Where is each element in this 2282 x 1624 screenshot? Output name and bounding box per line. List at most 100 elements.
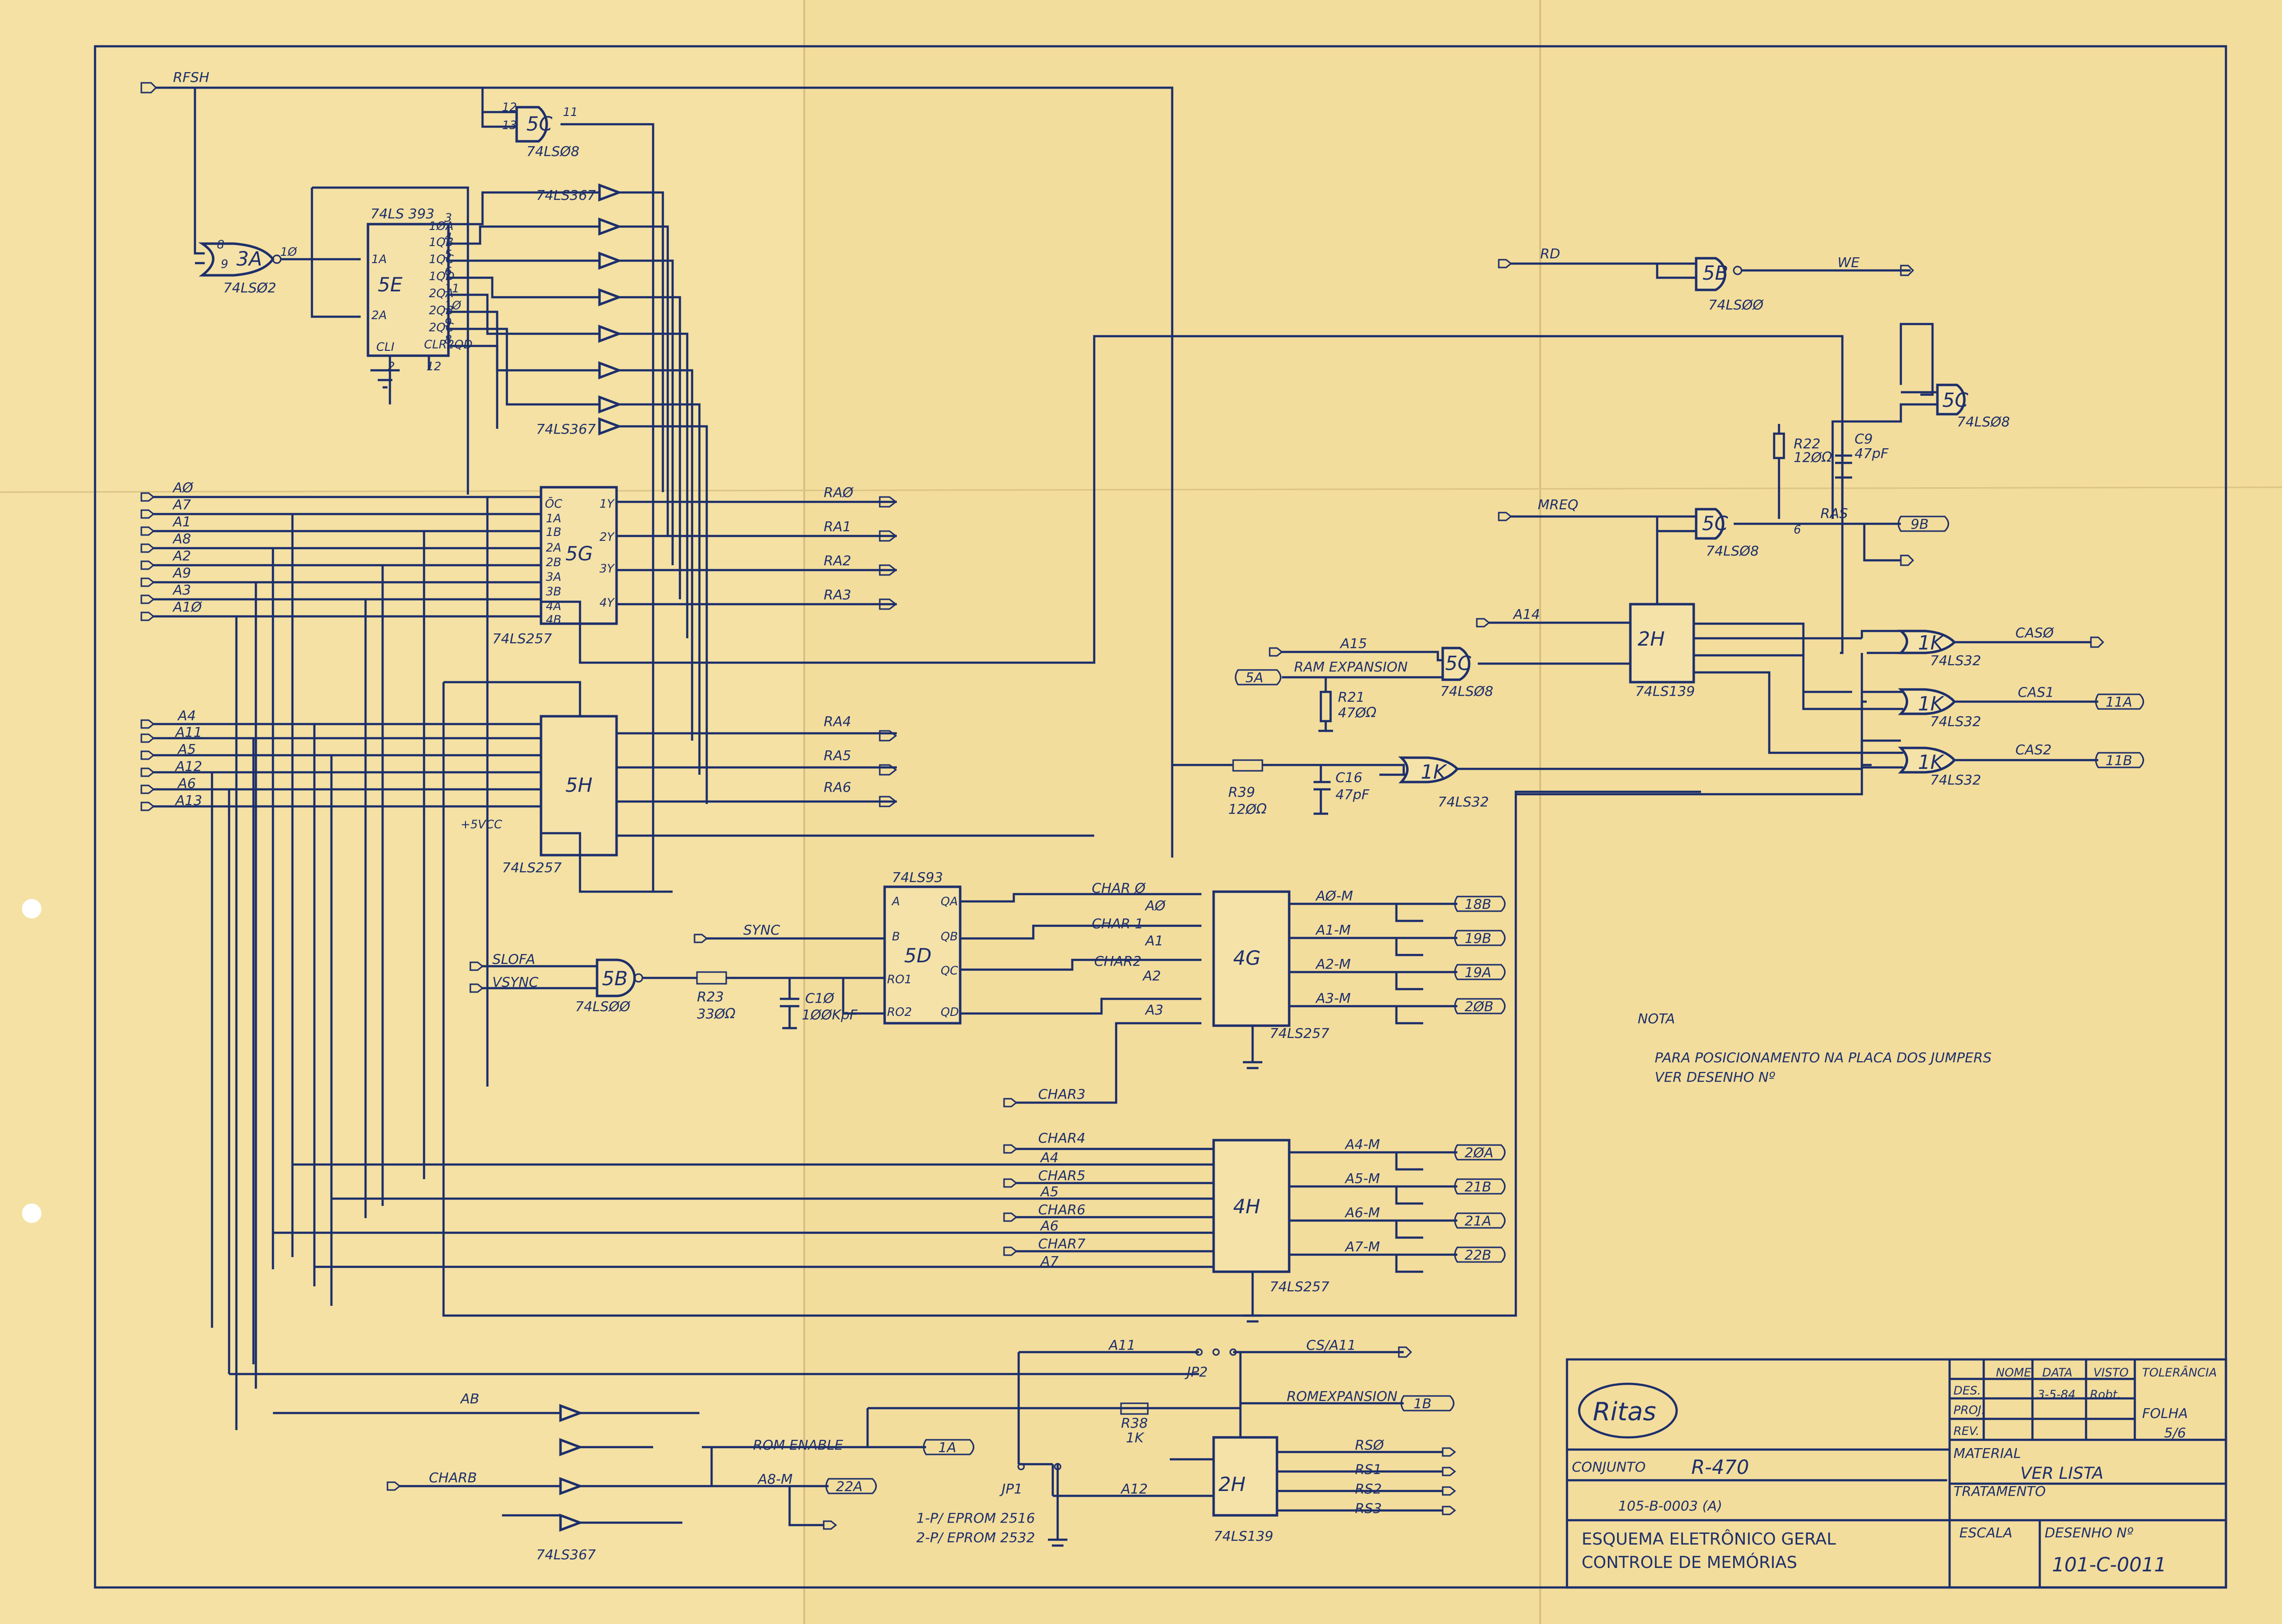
chip-2h-bottom: 2H xyxy=(1218,1473,1246,1496)
conn-19a: 19A xyxy=(1465,964,1491,980)
svg-text:NOME: NOME xyxy=(1996,1366,2032,1379)
svg-text:QD: QD xyxy=(941,1005,959,1019)
chip-2h-bottom-body xyxy=(1212,1436,1278,1517)
conn-20b: 2ØB xyxy=(1465,998,1493,1014)
svg-text:A9: A9 xyxy=(172,565,191,581)
chip-5h: 5H xyxy=(565,774,593,797)
svg-text:A2-M: A2-M xyxy=(1315,956,1351,972)
buffer-stack-top: 74LS367 74LS367 xyxy=(536,183,708,804)
svg-text:74LS257: 74LS257 xyxy=(502,860,562,876)
svg-text:A1-M: A1-M xyxy=(1315,922,1351,938)
svg-text:3B: 3B xyxy=(546,585,561,598)
signature: Robt. xyxy=(2090,1388,2121,1401)
conjunto-value: R-470 xyxy=(1691,1456,1749,1479)
svg-text:ROM ENABLE: ROM ENABLE xyxy=(753,1437,843,1453)
svg-text:A3: A3 xyxy=(1144,1002,1163,1018)
chip-5c-right: 5C xyxy=(1942,389,1968,412)
svg-text:R21: R21 xyxy=(1338,689,1365,705)
svg-text:RO1: RO1 xyxy=(887,973,912,986)
svg-text:AB: AB xyxy=(460,1391,479,1407)
conn-21a: 21A xyxy=(1465,1213,1491,1229)
svg-text:1A: 1A xyxy=(371,252,387,266)
chip-5c-top: 5C xyxy=(526,113,552,135)
conn-1b: 1B xyxy=(1413,1395,1431,1412)
svg-text:ESCALA: ESCALA xyxy=(1959,1525,2012,1541)
svg-text:+5VCC: +5VCC xyxy=(461,818,503,831)
svg-text:CHAR2: CHAR2 xyxy=(1094,953,1141,969)
svg-text:74LSØ8: 74LSØ8 xyxy=(1706,543,1759,559)
svg-text:2QC: 2QC xyxy=(429,321,454,334)
punch-hole xyxy=(22,899,41,918)
svg-text:R38: R38 xyxy=(1121,1415,1148,1431)
signal-rfsh: RFSH xyxy=(173,69,209,85)
svg-text:74LSØØ: 74LSØØ xyxy=(1708,297,1764,313)
addr-in-a9: A9 xyxy=(140,565,541,587)
svg-text:2: 2 xyxy=(387,360,395,373)
svg-text:1QD: 1QD xyxy=(429,269,455,283)
addr-in-a4: A4 xyxy=(140,707,541,729)
addr-in-a3: A3 xyxy=(140,582,541,604)
address-inputs-5g: AØ A7 A1 A8 A2 A9 A3 A1Ø xyxy=(140,479,541,1430)
conn-9b: 9B xyxy=(1911,516,1929,532)
note-title: NOTA xyxy=(1638,1011,1675,1027)
svg-text:FOLHA: FOLHA xyxy=(2142,1405,2188,1421)
svg-text:CHAR6: CHAR6 xyxy=(1038,1202,1085,1218)
mux-5h: 5H 74LS257 +5VCC A4 A11 A5 A12 A6 A13 xyxy=(140,681,1094,1374)
svg-text:SLOFA: SLOFA xyxy=(492,951,535,967)
svg-text:R22: R22 xyxy=(1794,436,1820,452)
svg-text:74LS367: 74LS367 xyxy=(536,187,596,203)
chip-4g-body xyxy=(1212,890,1291,1027)
svg-text:C9: C9 xyxy=(1855,431,1873,447)
svg-text:12: 12 xyxy=(426,360,442,373)
svg-text:DES.: DES. xyxy=(1953,1384,1981,1397)
svg-text:74LS257: 74LS257 xyxy=(492,630,552,647)
svg-text:A: A xyxy=(891,895,900,908)
svg-text:ŌC: ŌC xyxy=(545,497,562,511)
conn-11b: 11B xyxy=(2106,752,2132,768)
svg-text:9: 9 xyxy=(221,257,228,271)
svg-text:A3: A3 xyxy=(172,582,191,598)
addr-in-a8: A8 xyxy=(140,531,541,553)
svg-text:74LSØ8: 74LSØ8 xyxy=(1957,414,2010,430)
drawing-title-line-2: CONTROLE DE MEMÓRIAS xyxy=(1582,1552,1797,1572)
svg-text:12ØΩ: 12ØΩ xyxy=(1228,801,1267,817)
conn-22b: 22B xyxy=(1465,1247,1491,1263)
svg-text:CONJUNTO: CONJUNTO xyxy=(1572,1459,1645,1475)
svg-text:WE: WE xyxy=(1837,254,1860,270)
note-line-1: PARA POSICIONAMENTO NA PLACA DOS JUMPERS xyxy=(1655,1050,1992,1066)
drawing-number: 101-C-0011 xyxy=(2052,1554,2166,1576)
svg-text:74LS257: 74LS257 xyxy=(1270,1279,1330,1295)
svg-text:2A: 2A xyxy=(371,308,387,322)
chip-3a: 3A xyxy=(236,248,262,270)
svg-text:RA6: RA6 xyxy=(824,779,851,795)
chip-5b-mid: 5B xyxy=(602,968,628,990)
svg-text:74LS139: 74LS139 xyxy=(1214,1528,1273,1544)
svg-text:8: 8 xyxy=(445,333,452,346)
chip-5d-body xyxy=(883,885,962,1025)
chip-2h-top: 2H xyxy=(1638,628,1665,650)
svg-text:CLI: CLI xyxy=(376,340,394,354)
svg-text:CLR2QD: CLR2QD xyxy=(424,338,472,351)
svg-text:3Y: 3Y xyxy=(600,562,615,575)
svg-text:1Ø: 1Ø xyxy=(445,299,462,312)
svg-text:74LS367: 74LS367 xyxy=(536,1547,596,1563)
decoder-2h-top: 2H 74LS139 A14 A15 RAM EXPANSION 5A R214… xyxy=(1172,599,2144,817)
chip-5e: 5E xyxy=(378,274,403,296)
svg-text:MREQ: MREQ xyxy=(1538,497,1578,513)
conn-1a: 1A xyxy=(938,1439,956,1455)
svg-text:A6-M: A6-M xyxy=(1344,1204,1380,1221)
svg-text:74LS32: 74LS32 xyxy=(1438,794,1489,810)
svg-text:REV.: REV. xyxy=(1953,1424,1979,1438)
svg-text:CAS1: CAS1 xyxy=(2018,684,2054,700)
svg-text:A1Ø: A1Ø xyxy=(172,599,202,615)
svg-text:A15: A15 xyxy=(1339,635,1367,651)
sheet-number: 5/6 xyxy=(2164,1425,2186,1441)
svg-text:1ØA: 1ØA xyxy=(429,219,454,233)
svg-text:SYNC: SYNC xyxy=(743,922,780,938)
drawing-title-line-1: ESQUEMA ELETRÔNICO GERAL xyxy=(1582,1529,1836,1549)
chip-2h-top-body xyxy=(1629,603,1695,684)
svg-text:9: 9 xyxy=(445,316,452,329)
